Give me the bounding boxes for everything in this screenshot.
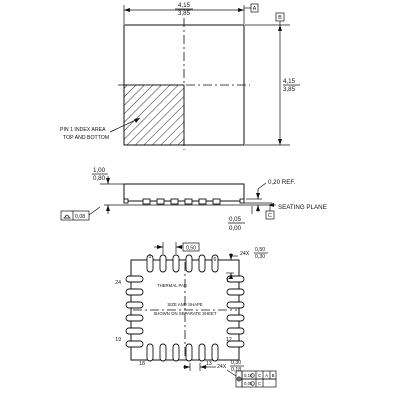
pad-left xyxy=(125,327,144,335)
pin-number-12: 12 xyxy=(226,337,232,343)
pad-right xyxy=(226,327,245,335)
pad-left xyxy=(125,340,144,348)
pad-left xyxy=(125,275,144,283)
pad-bottom xyxy=(172,343,180,362)
datum-a-label: A xyxy=(253,6,257,12)
datum-c-label: C xyxy=(268,213,272,219)
side-view-height-min: 0,80 xyxy=(93,175,106,182)
pad-bottom xyxy=(211,343,219,362)
top-view-height-max: 4,15 xyxy=(283,78,296,85)
tolerance-1-ref-3: B xyxy=(272,373,275,378)
lead-length-min: 0,18 xyxy=(231,367,241,373)
pad-right xyxy=(226,314,245,322)
pad-top xyxy=(185,254,193,273)
thermal-pad-label: THERMAL PAD xyxy=(157,283,187,288)
flatness-value: 0,08 xyxy=(75,214,85,220)
pin1-index-area xyxy=(123,84,185,146)
pin-number-6: 6 xyxy=(214,257,217,263)
pin1-label-line1: PIN 1 INDEX AREA xyxy=(60,127,106,133)
side-view-height-max: 1,00 xyxy=(93,167,106,174)
flatness-symbol-icon xyxy=(63,214,71,219)
tolerance-1-ref-1: C xyxy=(258,373,261,378)
flatness-control-frame xyxy=(60,210,90,221)
lead-length-max: 0,30 xyxy=(231,360,241,366)
lead-length-count: 24X xyxy=(217,364,227,370)
pad-top xyxy=(198,254,206,273)
pin-number-18: 18 xyxy=(139,361,145,367)
pitch-value: 0,50 xyxy=(186,246,196,252)
pad-right xyxy=(226,288,245,296)
position-tolerance-frame: 0,10 C A B 0,05 C xyxy=(235,370,277,388)
pad-bottom xyxy=(159,343,167,362)
pin-number-24: 24 xyxy=(115,280,121,286)
pad-right xyxy=(226,340,245,348)
pin-number-13: 13 xyxy=(206,361,212,367)
pad-left xyxy=(125,301,144,309)
top-view: 4,15 3,85 A 4,15 3,85 B PIN 1 INDEX AREA… xyxy=(60,2,300,150)
pad-left xyxy=(125,314,144,322)
pin1-label-line2: TOP AND BOTTOM xyxy=(63,135,109,141)
datum-b-label: B xyxy=(278,15,282,21)
pad-right xyxy=(226,301,245,309)
pad-bottom xyxy=(198,343,206,362)
pin-number-7: 7 xyxy=(226,278,229,284)
mmc-modifier-icon xyxy=(250,373,255,378)
pad-bottom xyxy=(146,343,154,362)
pad-top xyxy=(172,254,180,273)
top-view-height-min: 3,85 xyxy=(283,86,296,93)
pad-bottom xyxy=(185,343,193,362)
lead-width-count: 24X xyxy=(240,251,250,257)
thermal-pad-note-line2: SHOWN ON SEPARATE SHEET xyxy=(153,311,216,316)
side-view-standoff-max: 0,05 xyxy=(229,216,242,223)
thermal-pad-note-line1: SIZE AND SHAPE xyxy=(167,302,202,307)
pad-top xyxy=(159,254,167,273)
pad-top xyxy=(211,254,219,273)
pin-number-19: 19 xyxy=(115,337,121,343)
pin-number-1: 1 xyxy=(149,254,152,260)
pad-left xyxy=(125,288,144,296)
bottom-view: 1 6 7 12 13 18 19 24 THERMAL PAD SIZE AN… xyxy=(115,242,277,388)
top-view-width-max: 4,15 xyxy=(178,2,191,9)
pad-top xyxy=(146,254,154,273)
mmc-modifier-icon xyxy=(250,381,255,386)
side-view-standoff-min: 0,00 xyxy=(229,225,242,232)
tolerance-2-value: 0,05 xyxy=(244,381,253,386)
tolerance-1-ref-2: A xyxy=(265,373,268,378)
side-view-package-body xyxy=(123,183,245,202)
lead-width-min: 0,30 xyxy=(255,254,265,260)
bottom-view-package-body xyxy=(130,259,240,361)
top-view-width-min: 3,85 xyxy=(178,10,191,17)
tolerance-1-value: 0,10 xyxy=(244,373,253,378)
tolerance-2-ref-1: C xyxy=(258,381,261,386)
side-view: 1,00 0,80 0,20 REF. SEATING PLANE 0,05 0… xyxy=(60,167,327,232)
seating-plane-label: SEATING PLANE xyxy=(278,204,327,211)
lead-width-max: 0,50 xyxy=(255,247,265,253)
side-view-ref-dimension: 0,20 REF. xyxy=(268,179,295,186)
